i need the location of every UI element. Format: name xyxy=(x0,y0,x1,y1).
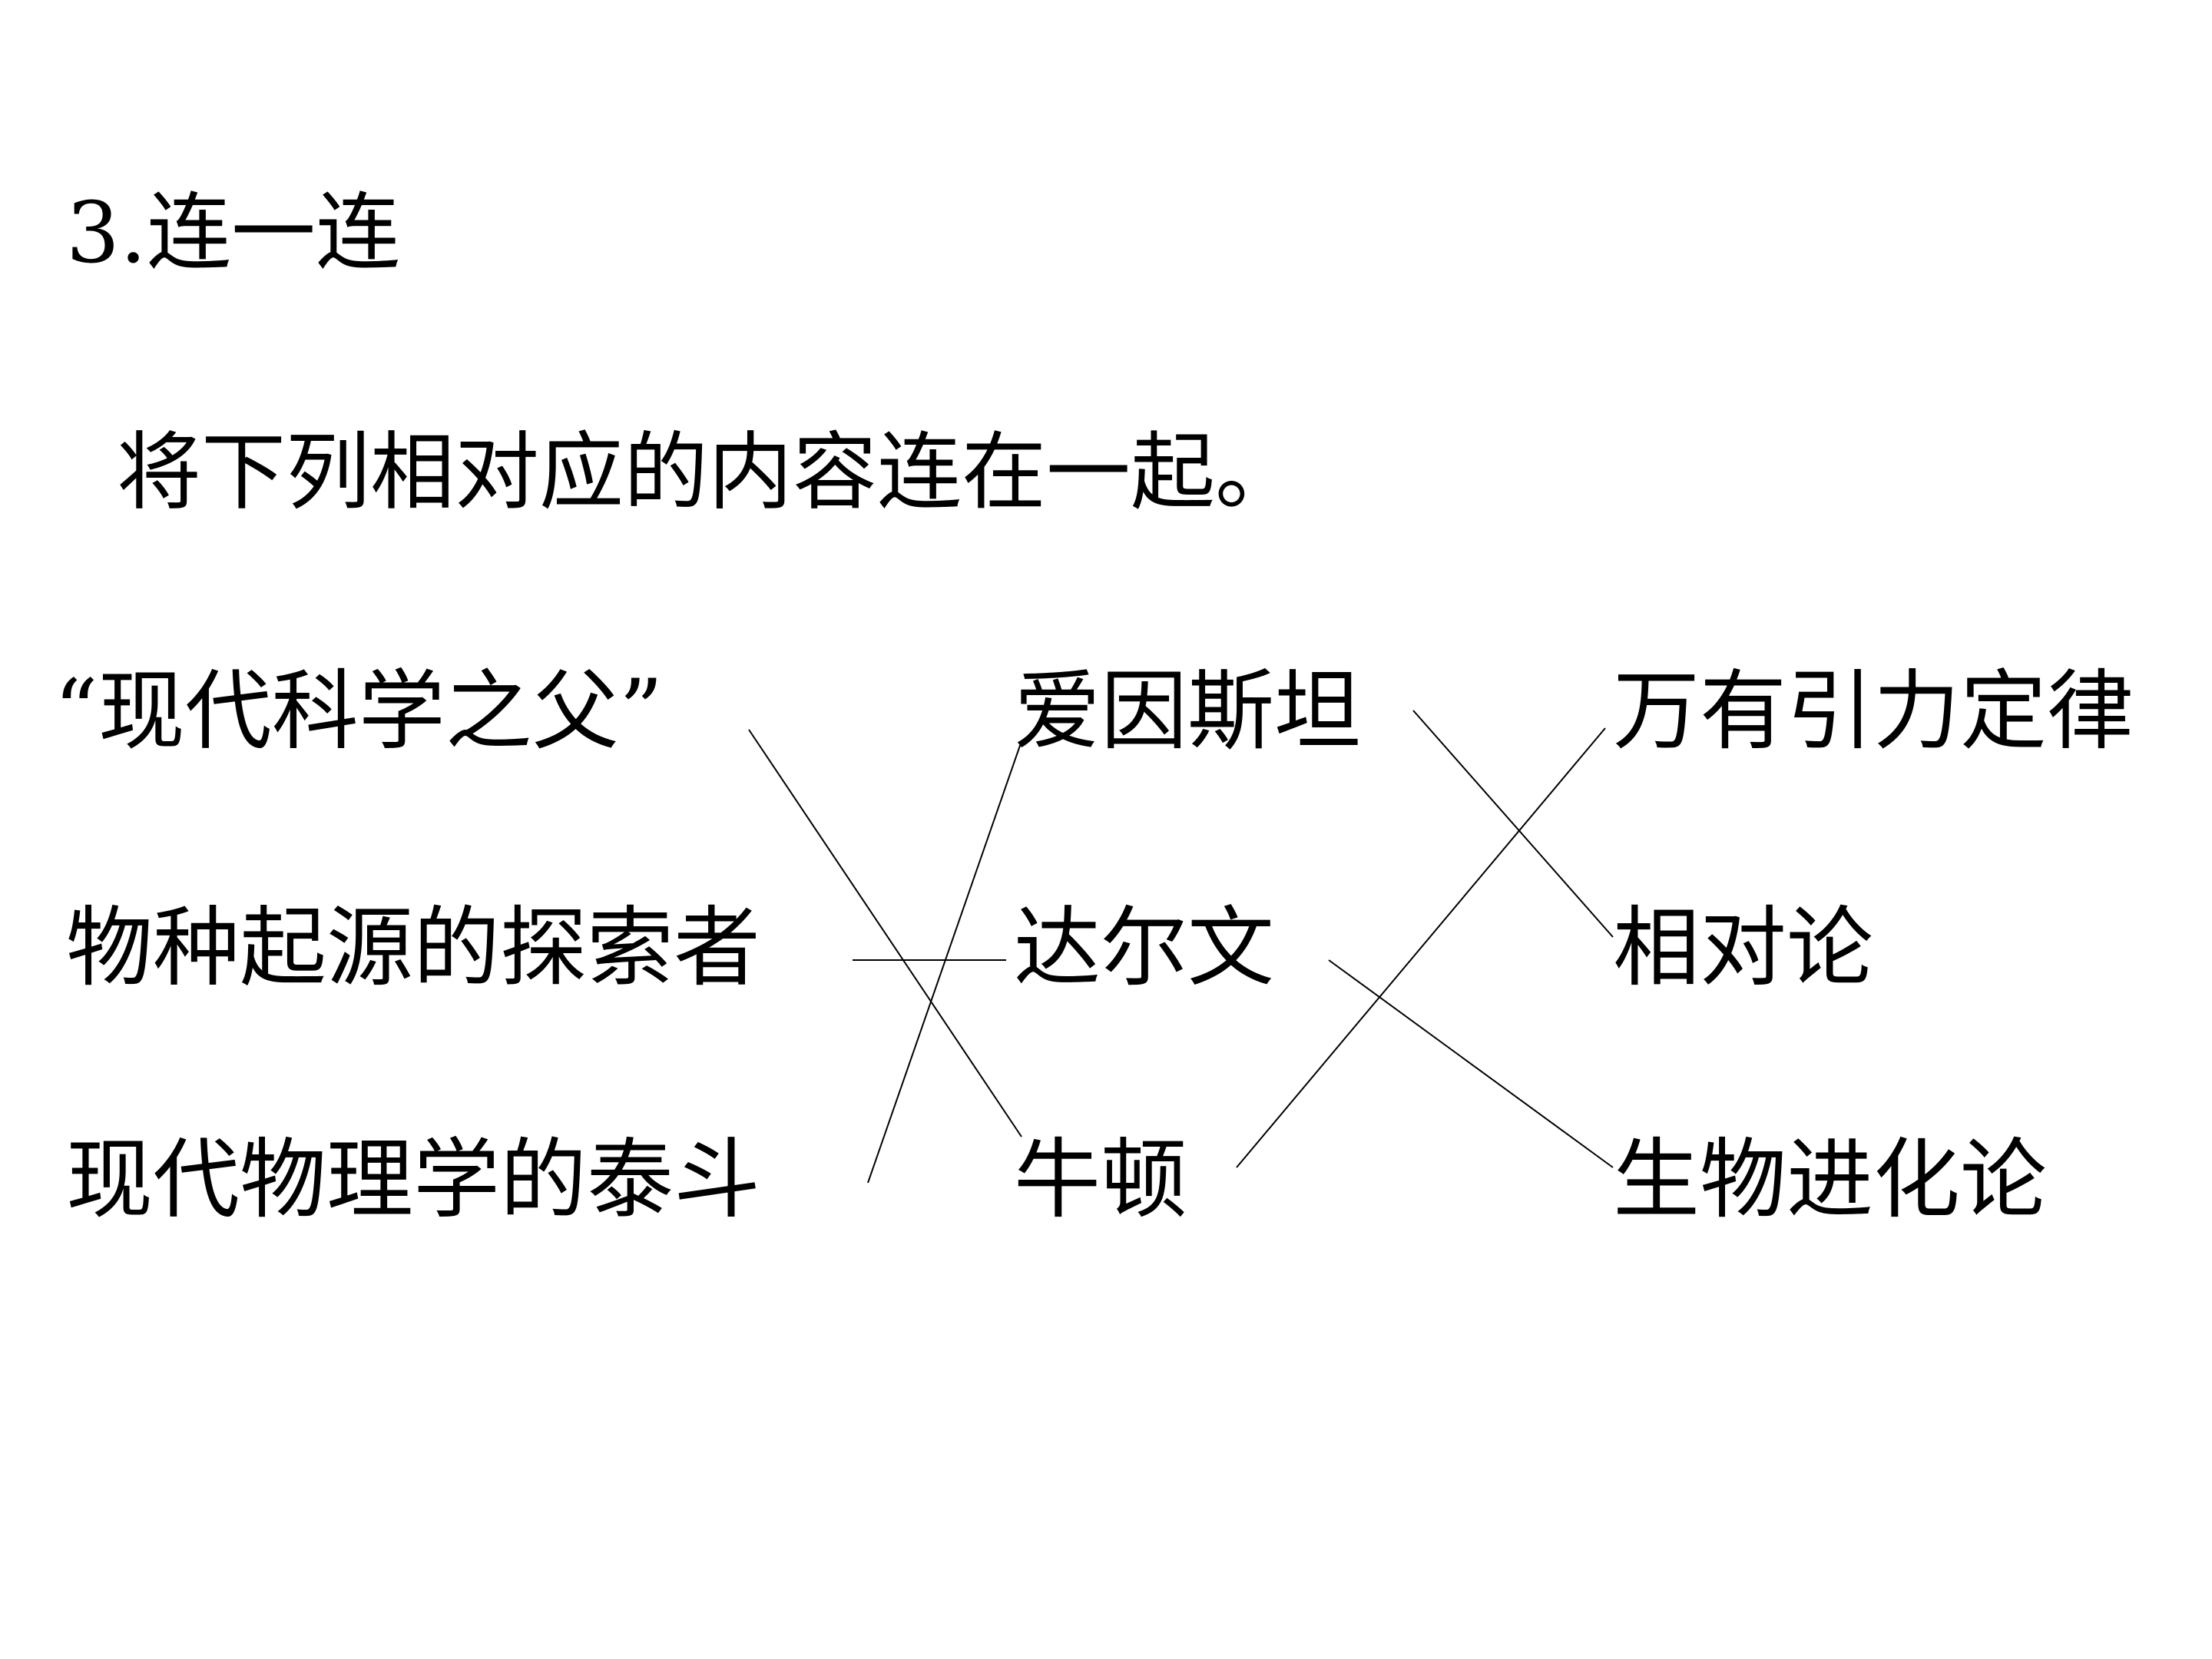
middle-item-newton[interactable]: 牛顿 xyxy=(1014,1129,1187,1230)
middle-item-darwin[interactable]: 达尔文 xyxy=(1014,897,1274,998)
left-item-origin-of-species-explorer[interactable]: 物种起源的探索者 xyxy=(66,897,760,998)
right-item-evolution[interactable]: 生物进化论 xyxy=(1613,1129,2047,1230)
connector-line-modern-science-father-to-newton xyxy=(748,729,1022,1137)
connector-line-newton-to-gravitation xyxy=(1236,727,1606,1168)
connector-line-modern-physics-to-einstein xyxy=(867,740,1022,1184)
exercise-title: 3.连一连 xyxy=(66,184,400,282)
left-item-modern-science-father[interactable]: “现代科学之父” xyxy=(54,661,664,762)
connector-line-darwin-to-evolution xyxy=(1328,959,1614,1168)
left-item-modern-physics-master[interactable]: 现代物理学的泰斗 xyxy=(66,1129,760,1230)
right-item-universal-gravitation[interactable]: 万有引力定律 xyxy=(1613,661,2134,762)
middle-item-einstein[interactable]: 爱因斯坦 xyxy=(1014,661,1361,762)
right-item-relativity[interactable]: 相对论 xyxy=(1613,897,1873,998)
connector-line-einstein-to-relativity xyxy=(1412,710,1614,938)
exercise-instruction: 将下列相对应的内容连在一起。 xyxy=(117,423,1300,522)
